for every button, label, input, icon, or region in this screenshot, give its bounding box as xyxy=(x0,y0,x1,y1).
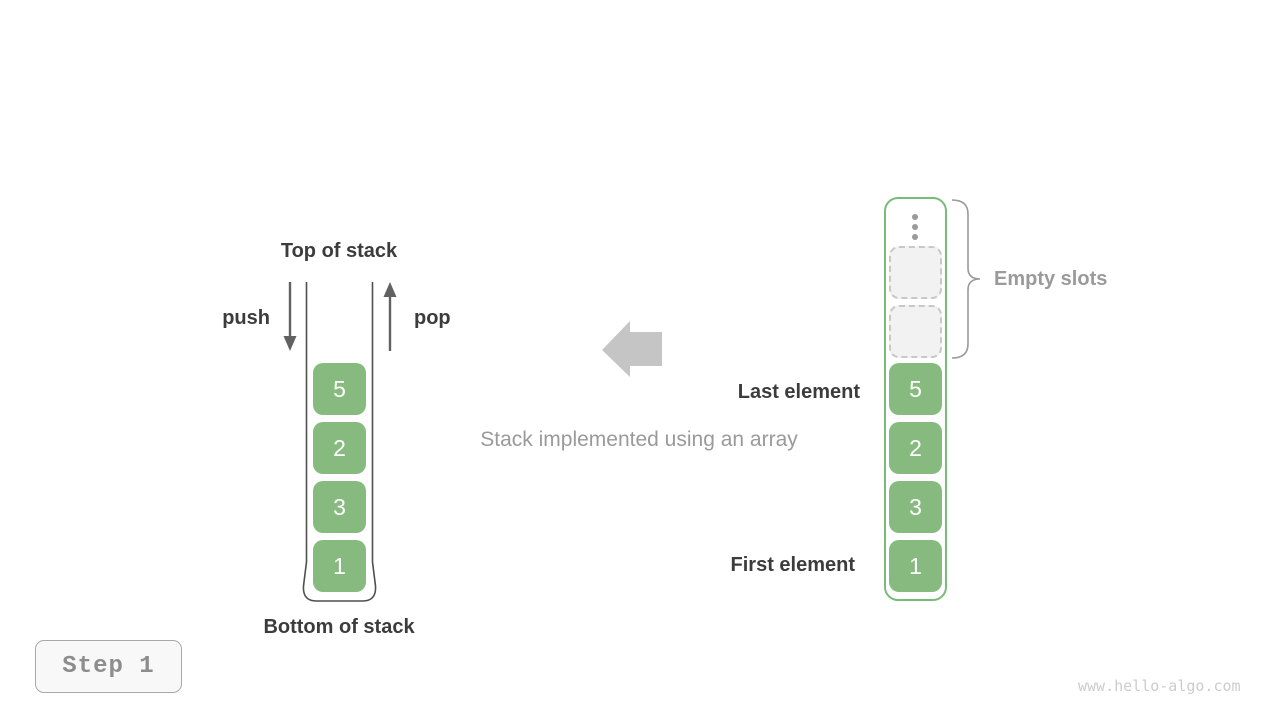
left-arrow-icon xyxy=(602,321,662,377)
array-cell: 3 xyxy=(889,481,942,533)
stack-container-outline xyxy=(302,282,377,602)
pop-up-arrow-icon xyxy=(383,282,397,351)
stack-cell: 2 xyxy=(313,422,366,474)
ellipsis-dot-icon xyxy=(912,214,918,220)
step-badge: Step 1 xyxy=(35,640,182,693)
last-element-label: Last element xyxy=(737,381,860,403)
ellipsis-dot-icon xyxy=(912,224,918,230)
stack-cell: 1 xyxy=(313,540,366,592)
empty-slot xyxy=(889,305,942,358)
empty-slot xyxy=(889,246,942,299)
push-label: push xyxy=(222,307,270,329)
watermark: www.hello-algo.com xyxy=(1078,677,1241,695)
empty-slots-label: Empty slots xyxy=(994,268,1108,290)
bottom-of-stack-label: Bottom of stack xyxy=(263,616,415,638)
stack-cell: 3 xyxy=(313,481,366,533)
diagram-caption: Stack implemented using an array xyxy=(480,428,798,451)
first-element-label: First element xyxy=(730,554,855,576)
ellipsis-dot-icon xyxy=(912,234,918,240)
array-cell: 1 xyxy=(889,540,942,592)
stack-cell: 5 xyxy=(313,363,366,415)
push-down-arrow-icon xyxy=(283,282,297,351)
curly-brace-icon xyxy=(951,199,981,359)
array-cell: 5 xyxy=(889,363,942,415)
array-cell: 2 xyxy=(889,422,942,474)
top-of-stack-label: Top of stack xyxy=(280,240,398,262)
pop-label: pop xyxy=(414,307,451,329)
